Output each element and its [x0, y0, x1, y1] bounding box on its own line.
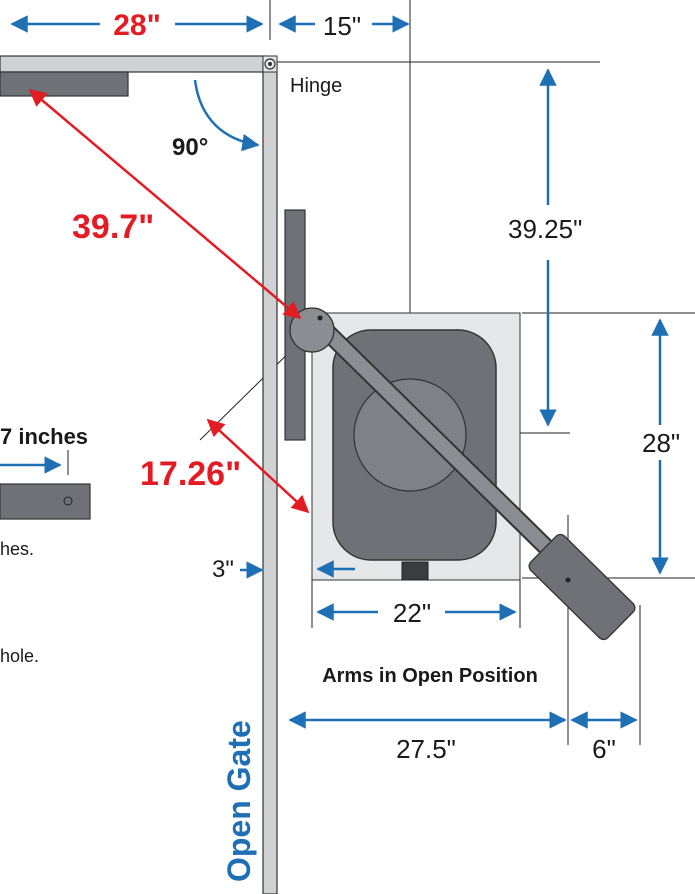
- dim-extension: 6": [592, 734, 616, 764]
- operator-arm: [289, 307, 636, 641]
- hinge-icon: [262, 55, 278, 73]
- dim-left-offset: 3": [212, 556, 234, 583]
- side-bracket: [0, 483, 91, 520]
- dim-lower-diagonal: 17.26": [140, 455, 241, 493]
- gear-drive: [353, 378, 467, 492]
- dim-top-left: 28": [113, 9, 161, 42]
- dim-open-width: 27.5": [396, 734, 456, 764]
- dim-vertical-right: 28": [642, 428, 680, 458]
- red-dimension-arrows: [28, 88, 310, 514]
- side-note-1: hes.: [0, 539, 34, 559]
- dim-top-right: 15": [323, 11, 361, 41]
- angle-label: 90°: [172, 134, 208, 161]
- dim-vertical-upper: 39.25": [508, 214, 582, 244]
- blue-dimension-arrows: [0, 15, 669, 729]
- side-hole-icon: [63, 496, 73, 506]
- hinge-label: Hinge: [290, 75, 342, 97]
- dim-pad-width: 22": [393, 598, 431, 628]
- caption: Arms in Open Position: [322, 665, 538, 687]
- side-note-2: hole.: [0, 646, 39, 666]
- motor-base: [401, 561, 429, 581]
- open-gate-label: Open Gate: [221, 720, 257, 882]
- dim-diagonal: 39.7": [72, 208, 154, 246]
- gate-top-bar: [0, 55, 266, 73]
- top-arm-bracket: [0, 71, 129, 97]
- side-title: 7 inches: [0, 424, 88, 449]
